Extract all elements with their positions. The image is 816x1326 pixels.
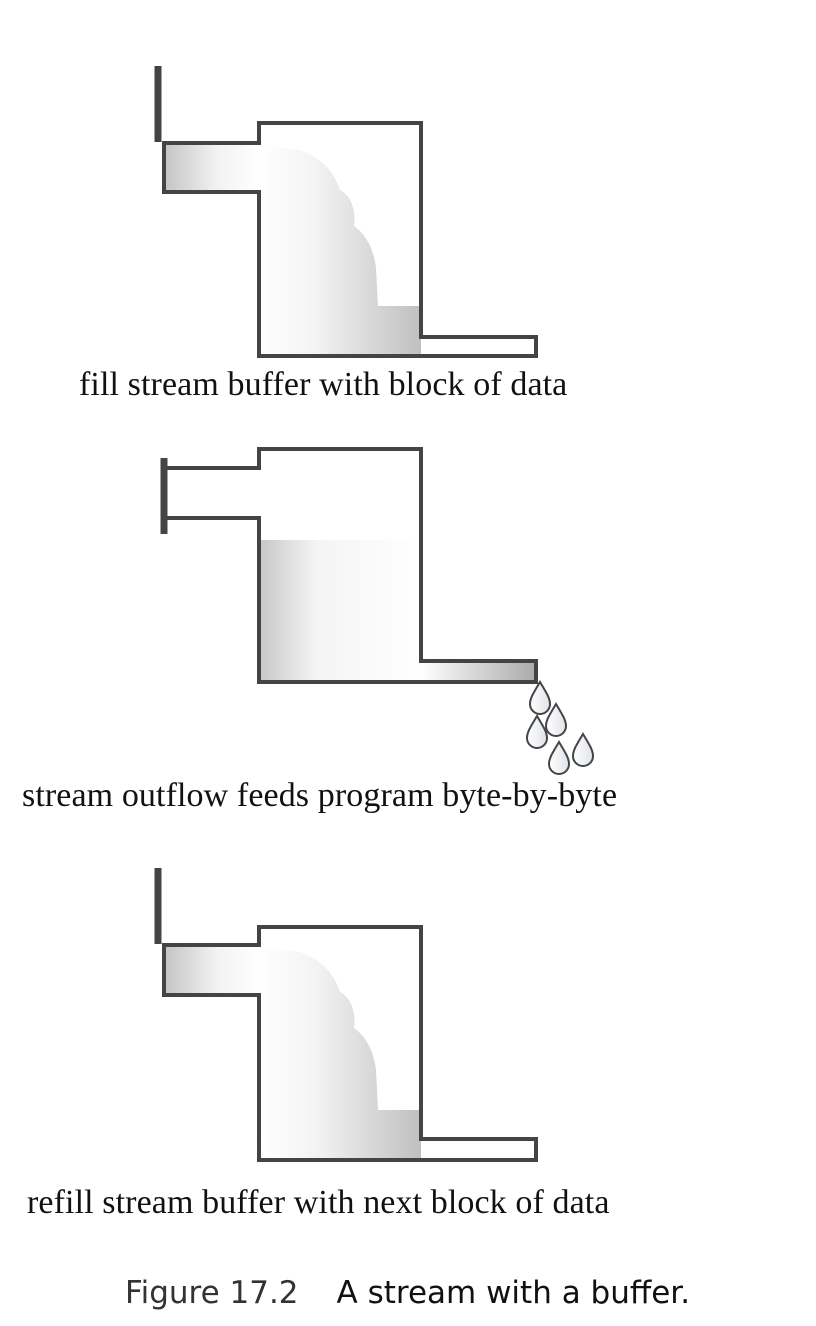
buffer-tank-outline <box>162 121 538 358</box>
buffer-tank-diagram-refill <box>154 868 538 1162</box>
panel-fill: fill stream buffer with block of data <box>0 0 816 420</box>
outlet-fluid <box>421 663 536 682</box>
falling-data-fluid <box>260 947 421 1158</box>
droplet <box>525 714 549 749</box>
buffer-fluid <box>260 540 421 682</box>
inlet-fluid <box>164 947 260 994</box>
panel-caption-fill: fill stream buffer with block of data <box>79 366 568 403</box>
buffer-tank-diagram-fill <box>154 66 538 358</box>
buffer-tank-outline <box>162 925 538 1162</box>
droplet <box>547 740 571 775</box>
byte-droplets <box>525 680 595 775</box>
falling-data-fluid <box>260 145 421 354</box>
buffer-tank-diagram-drain <box>160 447 595 775</box>
inlet-fluid <box>164 145 260 191</box>
panel-caption-refill: refill stream buffer with next block of … <box>27 1184 610 1221</box>
buffer-tank-outline <box>164 447 538 684</box>
panel-drain: stream outflow feeds program byte-by-byt… <box>0 420 816 840</box>
droplet <box>544 702 568 737</box>
panel-caption-drain: stream outflow feeds program byte-by-byt… <box>22 777 618 814</box>
figure-caption: Figure 17.2 A stream with a buffer. <box>125 1275 690 1311</box>
panel-refill: refill stream buffer with next block of … <box>0 840 816 1240</box>
figure-title: A stream with a buffer. <box>336 1275 691 1311</box>
figure-number: Figure 17.2 <box>125 1275 299 1311</box>
droplet <box>571 732 595 767</box>
droplet <box>528 680 552 715</box>
